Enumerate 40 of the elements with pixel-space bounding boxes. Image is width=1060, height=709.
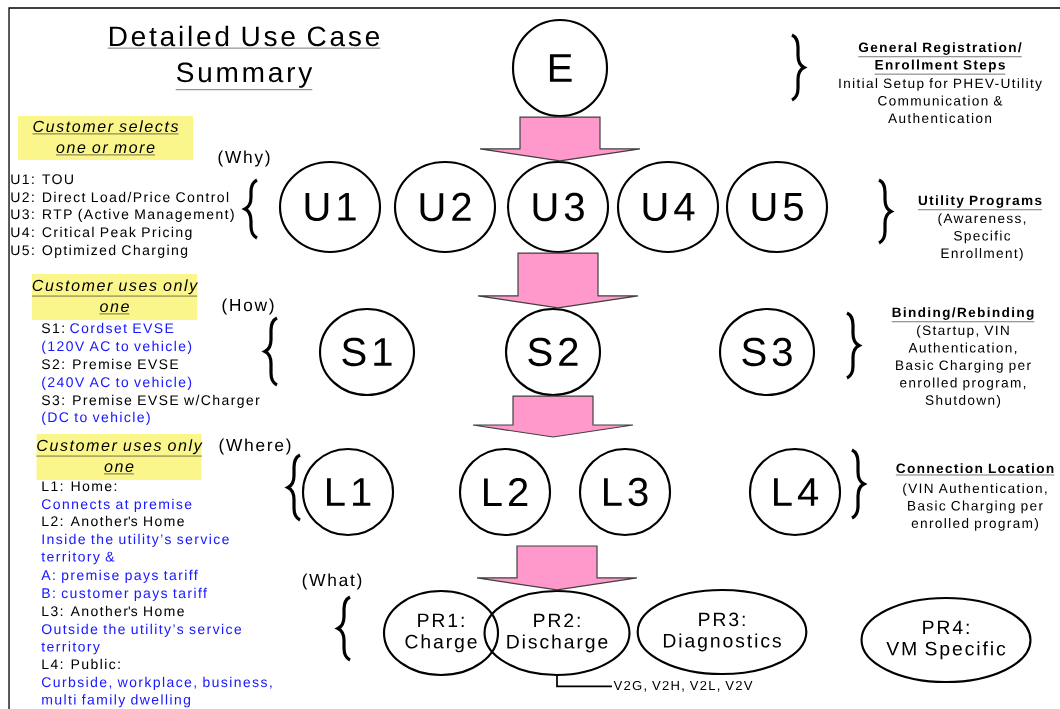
list-item: S3: Premise EVSE w/Charger	[41, 394, 260, 408]
description-text: Initial Setup for PHEV-Utility Communication & Authentication	[839, 78, 1042, 124]
list-item: (240V AC to vehicle)	[42, 376, 192, 390]
list-item: Outside the utility’s service territory	[41, 623, 242, 655]
block-arrow	[472, 395, 634, 438]
row-label: (What)	[302, 573, 362, 590]
section-heading: General Registration/ Enrollment Steps	[858, 42, 1022, 75]
row-label: (How)	[222, 298, 274, 315]
list-item: U4: Critical Peak Pricing	[11, 226, 192, 240]
list-item: U1: TOU	[11, 174, 73, 185]
section-heading: Binding/Rebinding	[891, 307, 1035, 322]
section-heading: Utility Programs	[917, 195, 1043, 210]
leader-line	[556, 675, 613, 688]
description-text: (Startup, VIN Authentication, Basic Charging per enrolled program, Shutdown)	[896, 325, 1031, 408]
description-text: (VIN Authentication, Basic Charging per enrolled program)	[903, 483, 1047, 531]
title: Detailed Use Case Summary	[107, 25, 381, 90]
description-text: (Awareness, Specific Enrollment)	[938, 213, 1026, 261]
highlight-box: Customer uses only one	[36, 434, 203, 480]
list-item: Inside the utility’s service territory &	[41, 533, 229, 565]
list-item: (120V AC to vehicle)	[42, 340, 192, 354]
section-heading: Connection Location	[895, 463, 1055, 476]
highlight-box: Customer selects one or more	[18, 116, 193, 160]
row-label: (Where)	[219, 438, 291, 455]
list-item: U3: RTP (Active Management)	[11, 208, 234, 222]
annotation-text: V2G, V2H, V2L, V2V	[613, 680, 753, 692]
block-arrow	[477, 252, 639, 309]
list-item: U5: Optimized Charging	[11, 244, 188, 258]
list-item: L4: Public:	[42, 658, 120, 670]
list-item: Connects at premise	[42, 498, 192, 512]
list-item: L2: Another's Home	[42, 515, 184, 527]
block-arrow	[476, 545, 638, 591]
list-item: A: premise pays tariff	[41, 569, 198, 583]
highlight-box: Customer uses only one	[31, 274, 198, 320]
list-item: L3: Another's Home	[42, 605, 184, 617]
row-label: (Why)	[218, 150, 270, 167]
list-item: Curbside, workplace, business, multi family dwelling	[42, 676, 272, 708]
list-item: U2: Direct Load/Price Control	[11, 191, 229, 203]
list-item: B: customer pays tariff	[42, 587, 207, 601]
list-item: S2: Premise EVSE	[41, 358, 179, 370]
block-arrow	[479, 116, 641, 162]
